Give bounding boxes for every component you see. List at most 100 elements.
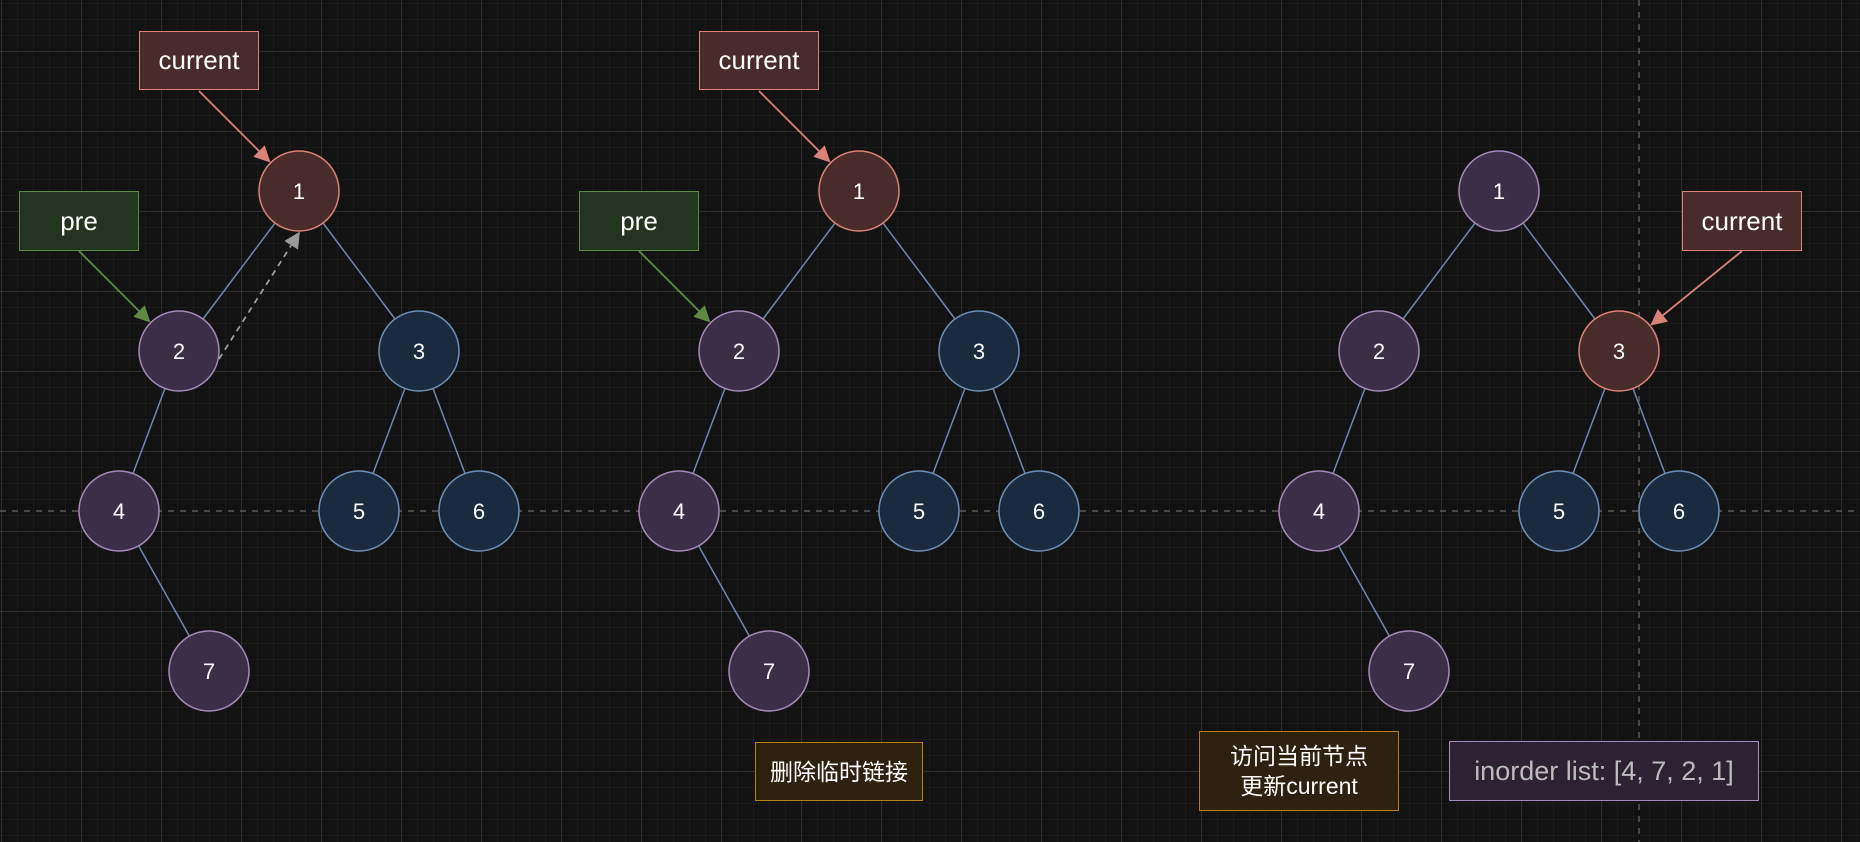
edge-3-6-step-1: [432, 388, 466, 474]
edge-3-5-step-1: [372, 388, 406, 474]
tree-node-label-5-step-3: 5: [1553, 499, 1565, 524]
tree-node-3-step-1: 3: [378, 310, 460, 392]
tree-node-circle-4-step-3: [1278, 470, 1360, 552]
tree-node-label-4-step-2: 4: [673, 499, 685, 524]
pointer-arrows: [78, 90, 1743, 360]
tree-node-6-step-2: 6: [998, 470, 1080, 552]
tree-node-label-3-step-1: 3: [413, 339, 425, 364]
pre-label-step-2: pre: [579, 191, 699, 251]
tree-node-label-5-step-2: 5: [913, 499, 925, 524]
tree-node-label-2-step-2: 2: [733, 339, 745, 364]
tree-node-circle-2-step-1: [138, 310, 220, 392]
note-remove-temp-link: 删除临时链接: [755, 742, 923, 801]
current-label-step-1: current: [139, 31, 259, 90]
tree-node-4-step-1: 4: [78, 470, 160, 552]
tree-node-label-7-step-2: 7: [763, 659, 775, 684]
edge-3-6-step-2: [992, 388, 1026, 474]
tree-node-label-6-step-3: 6: [1673, 499, 1685, 524]
tree-node-label-1-step-2: 1: [853, 179, 865, 204]
edge-4-7-step-2: [697, 545, 751, 637]
tree-node-circle-4-step-2: [638, 470, 720, 552]
tree-node-1-step-2: 1: [818, 150, 900, 232]
tree-node-7-step-2: 7: [728, 630, 810, 712]
tree-node-circle-5-step-2: [878, 470, 960, 552]
tree-node-7-step-1: 7: [168, 630, 250, 712]
tree-node-1-step-1: 1: [258, 150, 340, 232]
edge-1-2-step-3: [1402, 222, 1476, 320]
tree-node-label-2-step-3: 2: [1373, 339, 1385, 364]
tree-node-circle-5-step-3: [1518, 470, 1600, 552]
tree-node-3-step-2: 3: [938, 310, 1020, 392]
tree-node-5-step-2: 5: [878, 470, 960, 552]
current-arrow-step-3: [1650, 250, 1743, 326]
tree-node-6-step-3: 6: [1638, 470, 1720, 552]
tree-node-2-step-2: 2: [698, 310, 780, 392]
tree-node-2-step-3: 2: [1338, 310, 1420, 392]
tree-node-4-step-3: 4: [1278, 470, 1360, 552]
tree-node-7-step-3: 7: [1368, 630, 1450, 712]
tree-node-circle-7-step-2: [728, 630, 810, 712]
tree-node-6-step-1: 6: [438, 470, 520, 552]
temp-link-arrow-step-1: [218, 231, 300, 360]
tree-node-circle-1-step-2: [818, 150, 900, 232]
tree-node-label-5-step-1: 5: [353, 499, 365, 524]
tree-node-circle-3-step-3: [1578, 310, 1660, 392]
tree-node-circle-2-step-3: [1338, 310, 1420, 392]
current-arrow-step-2: [758, 90, 831, 163]
tree-node-label-7-step-3: 7: [1403, 659, 1415, 684]
tree-node-label-3-step-2: 3: [973, 339, 985, 364]
current-arrow-step-1: [198, 90, 271, 163]
tree-node-circle-5-step-1: [318, 470, 400, 552]
tree-node-4-step-2: 4: [638, 470, 720, 552]
edge-1-3-step-1: [322, 222, 396, 320]
tree-node-label-1-step-1: 1: [293, 179, 305, 204]
edge-3-5-step-3: [1572, 388, 1606, 474]
tree-node-circle-6-step-3: [1638, 470, 1720, 552]
pre-arrow-step-2: [638, 250, 711, 323]
pre-arrow-step-1: [78, 250, 151, 323]
tree-node-circle-6-step-2: [998, 470, 1080, 552]
tree-nodes: 1 2 3 4 5 6 7 1 2 3 4 5 6 7 1 2 3 4 5 6 7: [78, 150, 1720, 712]
tree-node-circle-7-step-3: [1368, 630, 1450, 712]
edge-4-7-step-1: [137, 545, 191, 637]
edge-1-3-step-3: [1522, 222, 1596, 320]
tree-node-circle-3-step-1: [378, 310, 460, 392]
tree-node-2-step-1: 2: [138, 310, 220, 392]
tree-node-circle-6-step-1: [438, 470, 520, 552]
edge-1-3-step-2: [882, 222, 956, 320]
tree-node-label-2-step-1: 2: [173, 339, 185, 364]
edge-3-6-step-3: [1632, 388, 1666, 474]
tree-node-1-step-3: 1: [1458, 150, 1540, 232]
tree-node-5-step-1: 5: [318, 470, 400, 552]
note-visit-update-current: 访问当前节点 更新current: [1199, 731, 1399, 811]
tree-node-label-3-step-3: 3: [1613, 339, 1625, 364]
tree-node-3-step-3: 3: [1578, 310, 1660, 392]
tree-node-circle-7-step-1: [168, 630, 250, 712]
tree-node-5-step-3: 5: [1518, 470, 1600, 552]
tree-node-circle-1-step-3: [1458, 150, 1540, 232]
tree-node-label-6-step-1: 6: [473, 499, 485, 524]
tree-node-circle-2-step-2: [698, 310, 780, 392]
tree-node-label-4-step-3: 4: [1313, 499, 1325, 524]
tree-node-circle-1-step-1: [258, 150, 340, 232]
edge-1-2-step-2: [762, 222, 836, 320]
tree-node-label-4-step-1: 4: [113, 499, 125, 524]
tree-node-circle-4-step-1: [78, 470, 160, 552]
edge-3-5-step-2: [932, 388, 966, 474]
edge-2-4-step-2: [692, 388, 726, 474]
tree-node-label-7-step-1: 7: [203, 659, 215, 684]
edge-1-2-step-1: [202, 222, 276, 320]
pre-label-step-1: pre: [19, 191, 139, 251]
tree-edges: [132, 222, 1666, 637]
current-label-step-3: current: [1682, 191, 1802, 251]
tree-node-label-1-step-3: 1: [1493, 179, 1505, 204]
tree-node-label-6-step-2: 6: [1033, 499, 1045, 524]
tree-node-circle-3-step-2: [938, 310, 1020, 392]
inorder-list: inorder list: [4, 7, 2, 1]: [1449, 741, 1759, 801]
current-label-step-2: current: [699, 31, 819, 90]
edge-4-7-step-3: [1337, 545, 1391, 637]
edge-2-4-step-3: [1332, 388, 1366, 474]
